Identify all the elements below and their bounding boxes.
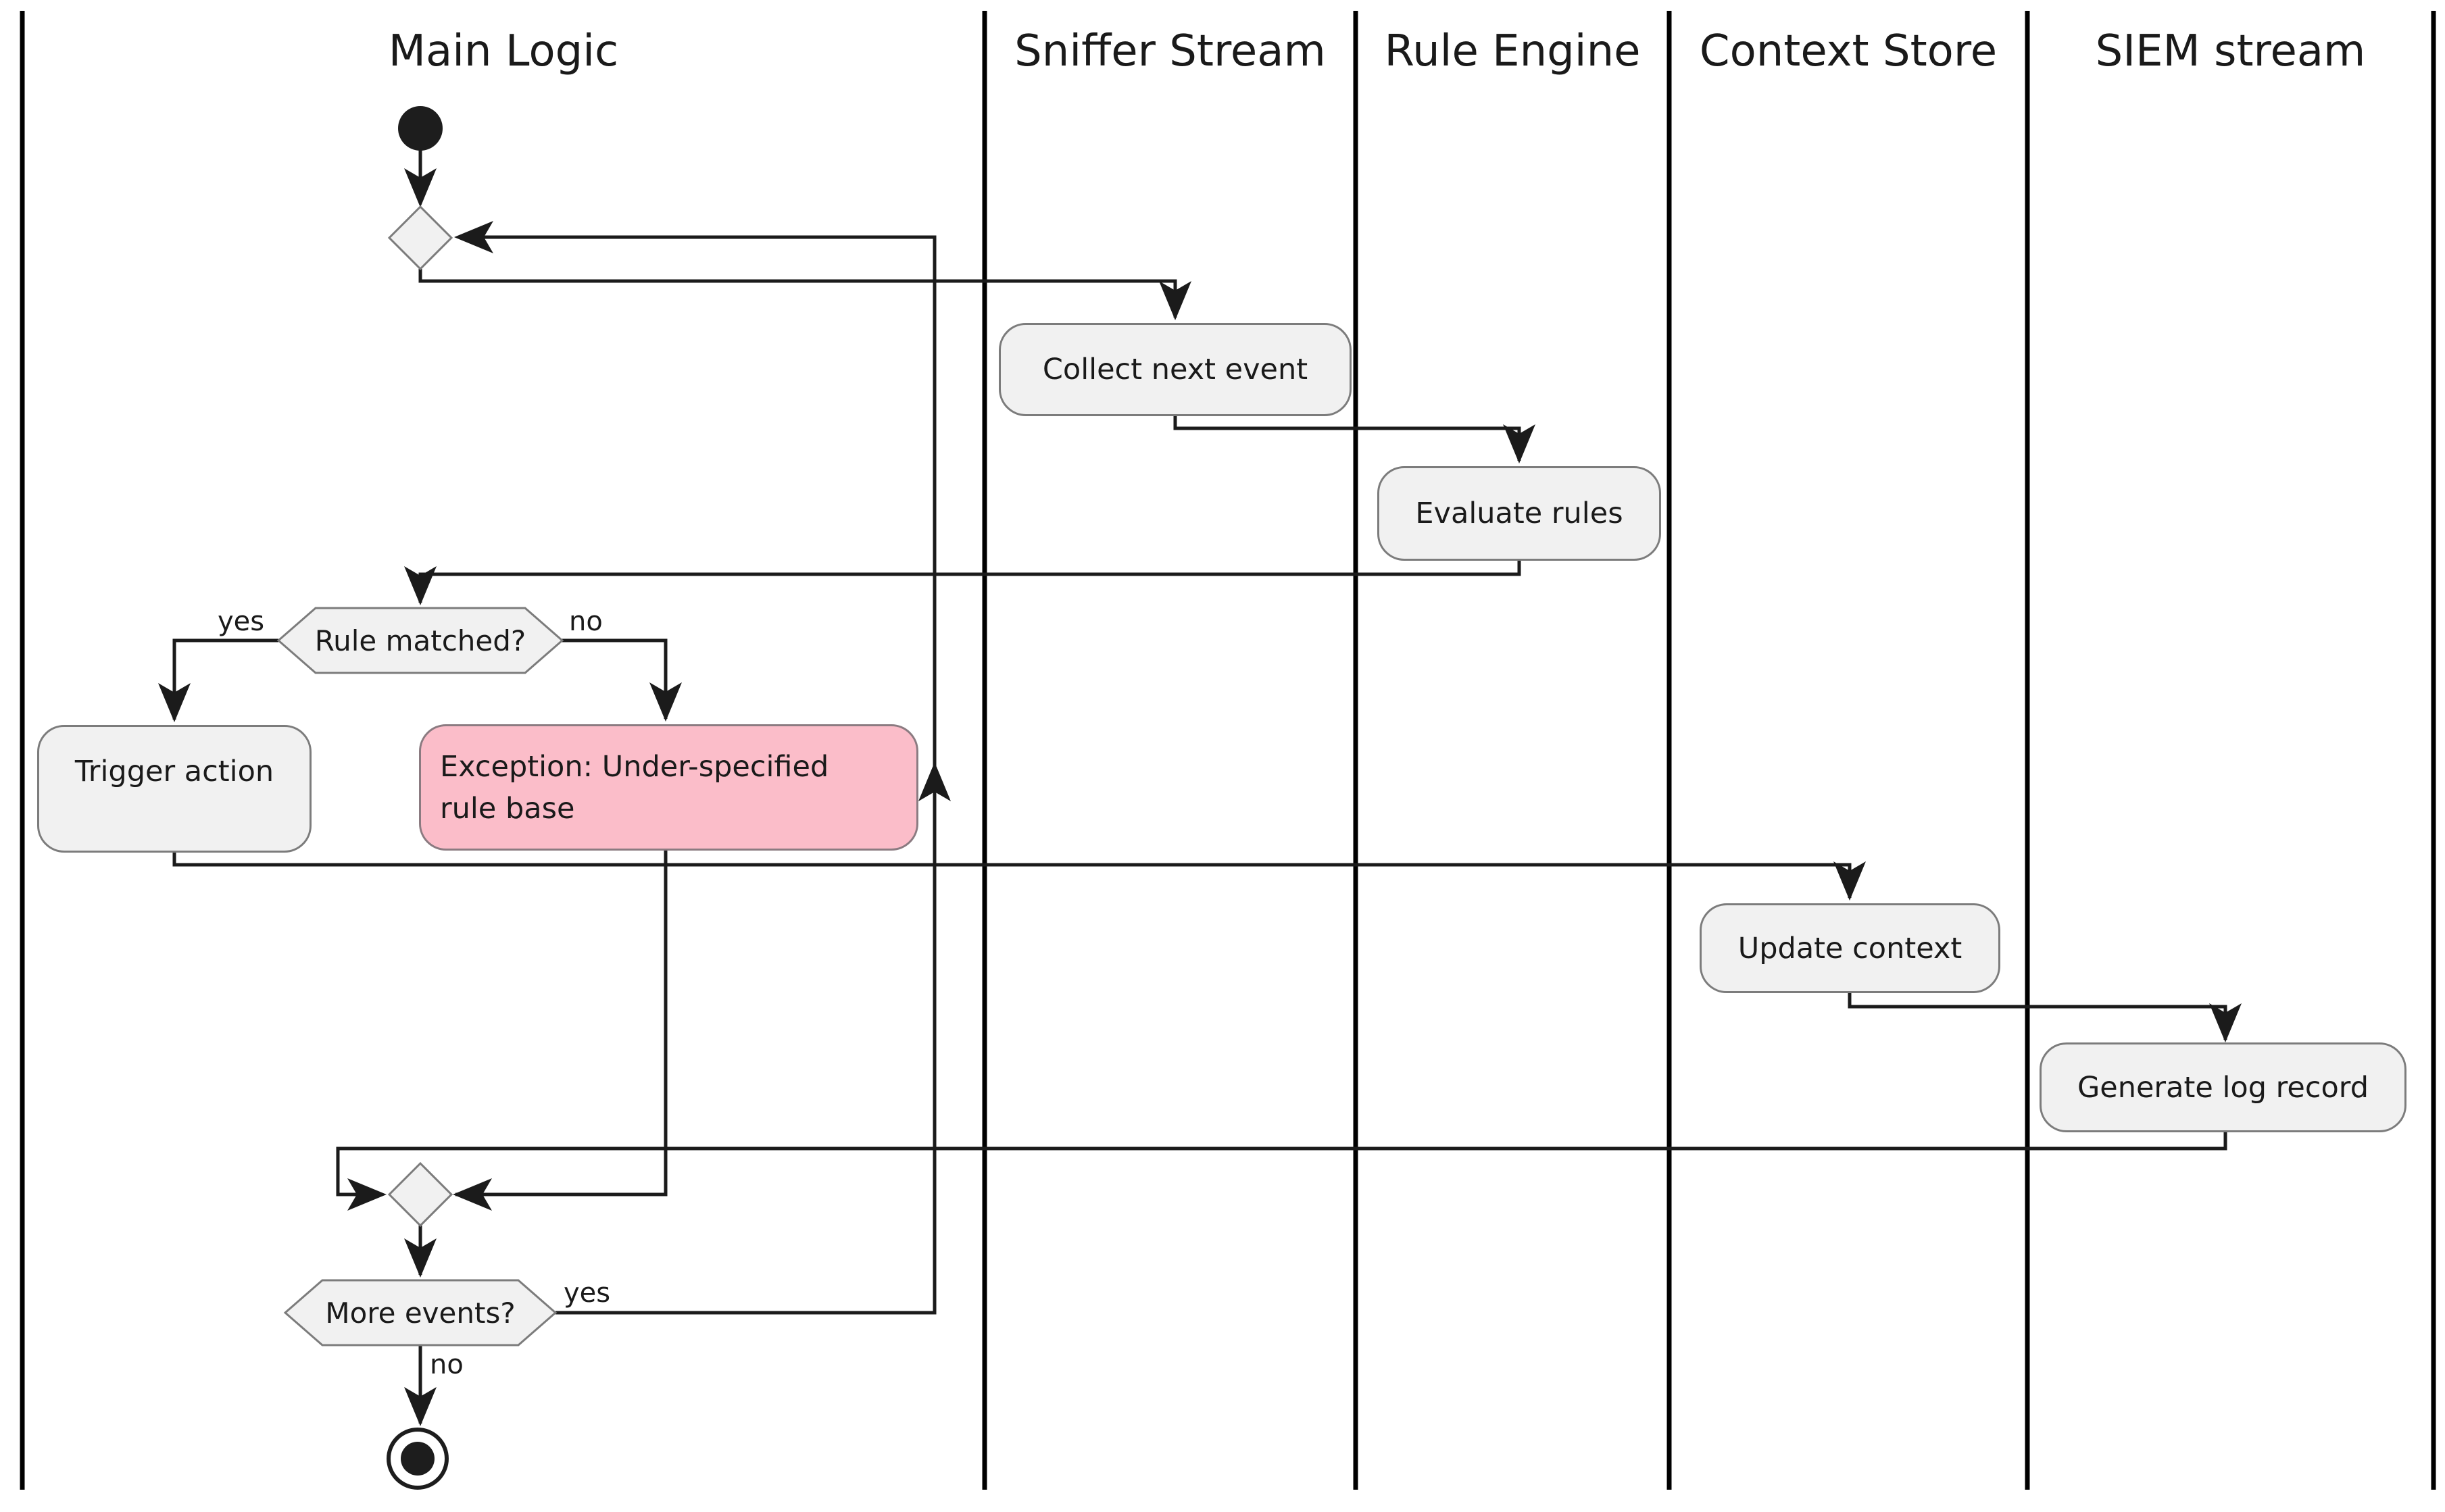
- arrowhead: [649, 682, 682, 722]
- arrowhead: [404, 1387, 437, 1426]
- activity-collect-next-event: Collect next event: [999, 323, 1352, 416]
- edge-exception-to-merge2: [455, 851, 668, 1196]
- start-node: [398, 106, 443, 151]
- edge-label-rule-yes: yes: [218, 606, 265, 637]
- arrowhead: [2209, 1003, 2242, 1042]
- arrowhead: [404, 566, 437, 605]
- activity-evaluate-rules: Evaluate rules: [1377, 466, 1661, 561]
- activity-update-context: Update context: [1700, 903, 2000, 993]
- edge-generate-to-merge2: [336, 1132, 2227, 1196]
- lane-title-siem-stream: SIEM stream: [2095, 26, 2366, 76]
- lane-title-rule-engine: Rule Engine: [1384, 26, 1641, 76]
- merge-diamond-bottom: [387, 1161, 453, 1228]
- decision-more-events-hexagon: [283, 1279, 558, 1346]
- decision-more-events-label: More events?: [325, 1296, 516, 1330]
- arrowhead: [404, 168, 437, 207]
- decision-rule-matched-hexagon: [276, 607, 564, 674]
- lane-title-context-store: Context Store: [1699, 26, 1998, 76]
- arrowheads: [158, 168, 2242, 1426]
- arrowhead: [158, 683, 191, 722]
- activity-trigger-action: Trigger action: [37, 725, 312, 853]
- merge-diamond-top: [387, 205, 453, 271]
- edge-trigger-to-update: [172, 853, 1852, 898]
- edge-merge-to-collect: [418, 269, 1177, 318]
- arrowhead: [1159, 281, 1191, 320]
- lane-title-sniffer-stream: Sniffer Stream: [1014, 26, 1326, 76]
- decision-rule-matched-label: Rule matched?: [314, 624, 526, 657]
- end-node-dot: [401, 1442, 435, 1476]
- edge-label-rule-no: no: [569, 606, 603, 637]
- arrowhead: [347, 1178, 387, 1211]
- edge-update-to-generate: [1848, 993, 2227, 1040]
- activity-generate-log-record: Generate log record: [2040, 1042, 2406, 1132]
- arrowhead: [1503, 424, 1535, 463]
- edge-rule-no: [562, 638, 668, 719]
- arrowhead: [453, 1178, 492, 1211]
- lane-title-main-logic: Main Logic: [388, 26, 619, 76]
- edge-collect-to-evaluate: [1173, 416, 1521, 461]
- swimlane-dividers: [20, 11, 2436, 1490]
- arrowhead: [404, 1238, 437, 1278]
- edge-label-more-yes: yes: [564, 1278, 611, 1309]
- arrowhead: [454, 221, 493, 253]
- edge-label-more-no: no: [430, 1349, 464, 1380]
- arrowhead: [1833, 861, 1866, 901]
- arrowhead: [918, 762, 951, 801]
- edge-rule-yes: [172, 638, 278, 720]
- activity-exception-underspecified-rule-base: Exception: Under-specified rule base: [419, 724, 918, 851]
